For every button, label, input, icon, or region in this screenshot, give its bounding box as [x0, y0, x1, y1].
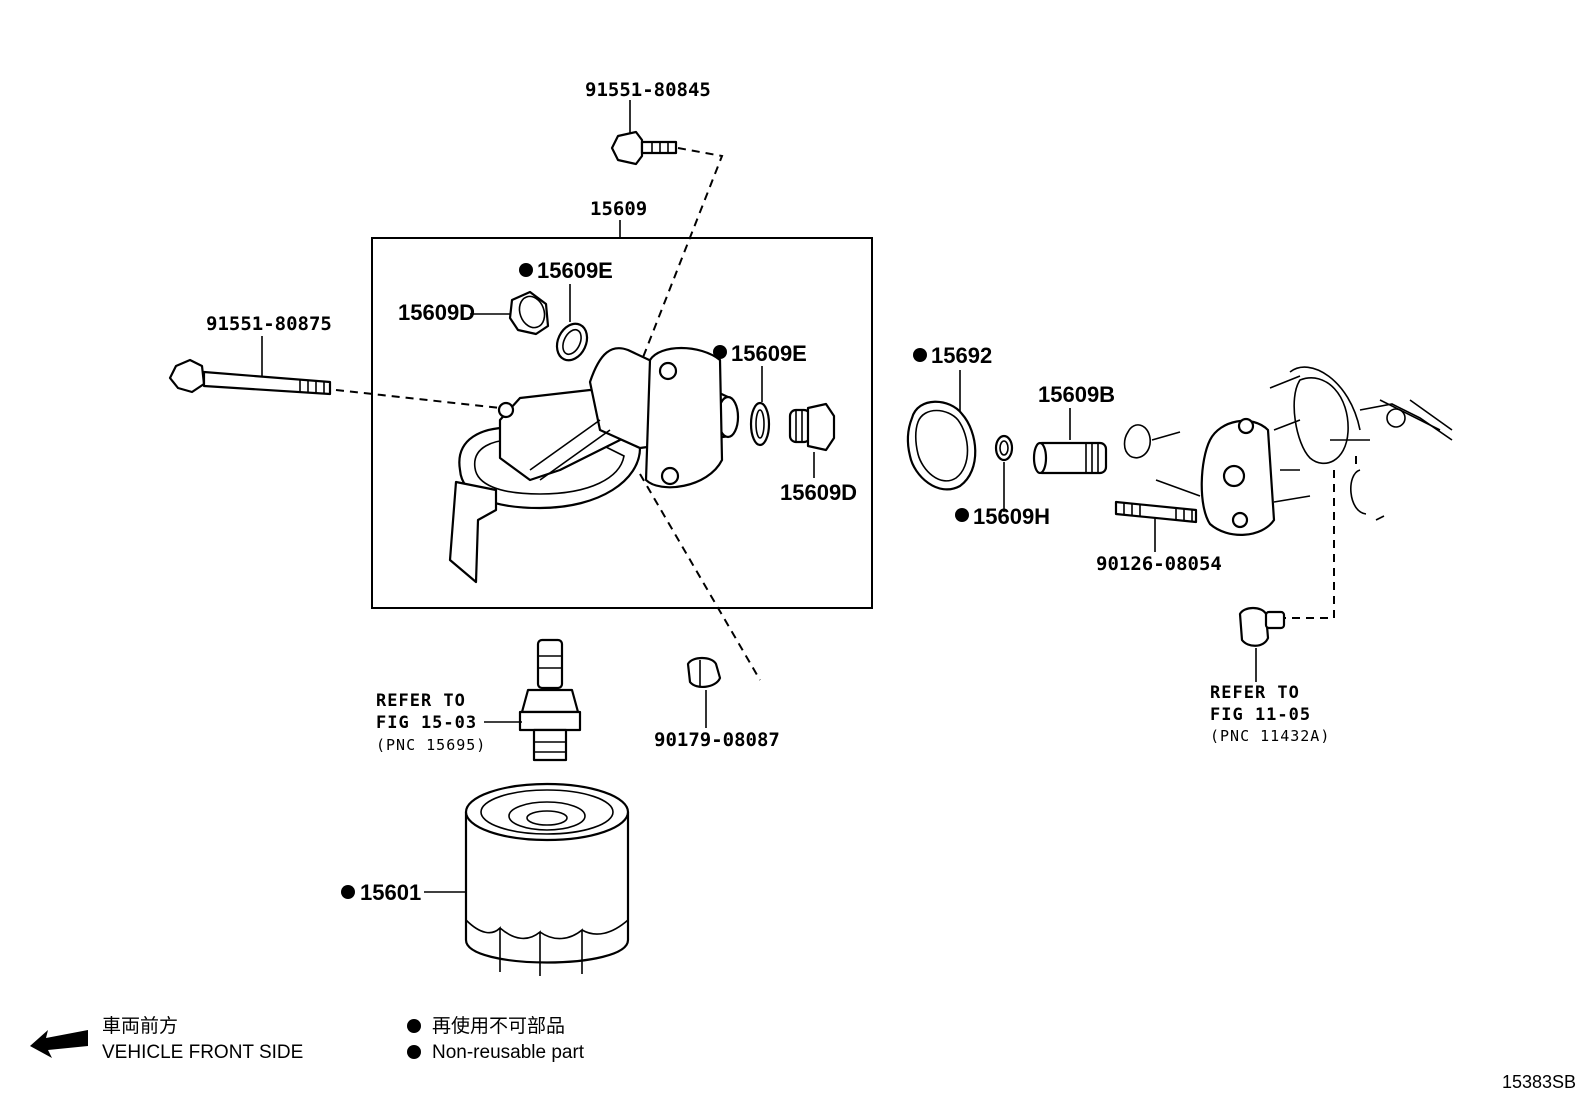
o-ring-large-part	[906, 400, 977, 491]
ref-union-line2[interactable]: FIG 15-03	[376, 713, 477, 733]
nonreusable-en: Non-reusable part	[432, 1042, 585, 1063]
label-plug-gasket-1[interactable]: 15609E	[537, 258, 613, 283]
label-bracket-assy[interactable]: 15609	[590, 198, 647, 220]
ref-union-line3[interactable]: (PNC 15695)	[376, 736, 486, 754]
ref-block-line2[interactable]: FIG 11-05	[1210, 705, 1311, 725]
label-plug-2[interactable]: 15609D	[780, 480, 857, 505]
oil-filter-part	[464, 782, 630, 976]
oil-filter-bracket-part	[448, 346, 740, 584]
label-stud[interactable]: 90126-08054	[1096, 553, 1222, 575]
legend-dot-icon	[407, 1019, 421, 1033]
bolt-top-part	[610, 130, 678, 166]
label-bolt-top[interactable]: 91551-80845	[585, 79, 711, 101]
plug-2-part	[788, 402, 836, 452]
nut-plug-part	[686, 656, 722, 688]
pipe-part	[1032, 441, 1108, 475]
bracket-assy-box	[371, 237, 873, 609]
front-arrow-icon	[30, 1030, 88, 1058]
label-o-ring-large[interactable]: 15692	[931, 343, 992, 368]
label-pipe[interactable]: 15609B	[1038, 382, 1115, 407]
engine-block-part	[1123, 366, 1453, 536]
legend-dot-icon	[407, 1045, 421, 1059]
label-plug-gasket-2[interactable]: 15609E	[731, 341, 807, 366]
ref-union-line1[interactable]: REFER TO	[376, 691, 466, 711]
nonreusable-dot	[341, 885, 355, 899]
plug-1-part	[508, 290, 550, 336]
nonreusable-jp: 再使用不可部品	[432, 1015, 565, 1037]
label-filter[interactable]: 15601	[360, 880, 421, 905]
gasket-1-part	[555, 322, 589, 362]
nonreusable-dot	[913, 348, 927, 362]
label-nut-plug[interactable]: 90179-08087	[654, 729, 780, 751]
nonreusable-dot	[519, 263, 533, 277]
nonreusable-dot	[713, 345, 727, 359]
o-ring-small-part	[994, 434, 1014, 462]
drain-plug-part	[1238, 606, 1286, 647]
ref-block-line3[interactable]: (PNC 11432A)	[1210, 727, 1330, 745]
direction-en: VEHICLE FRONT SIDE	[102, 1042, 303, 1063]
nonreusable-dot	[955, 508, 969, 522]
union-bolt-part	[518, 638, 582, 762]
gasket-2-part	[749, 401, 771, 447]
bolt-long-part	[168, 358, 332, 396]
label-bolt-long[interactable]: 91551-80875	[206, 313, 332, 335]
direction-jp: 車両前方	[102, 1015, 178, 1037]
stud-part	[1114, 500, 1198, 524]
label-plug-1[interactable]: 15609D	[398, 300, 475, 325]
ref-block-line1[interactable]: REFER TO	[1210, 683, 1300, 703]
label-o-ring-small[interactable]: 15609H	[973, 504, 1050, 529]
figure-code: 15383SB	[1502, 1072, 1576, 1092]
